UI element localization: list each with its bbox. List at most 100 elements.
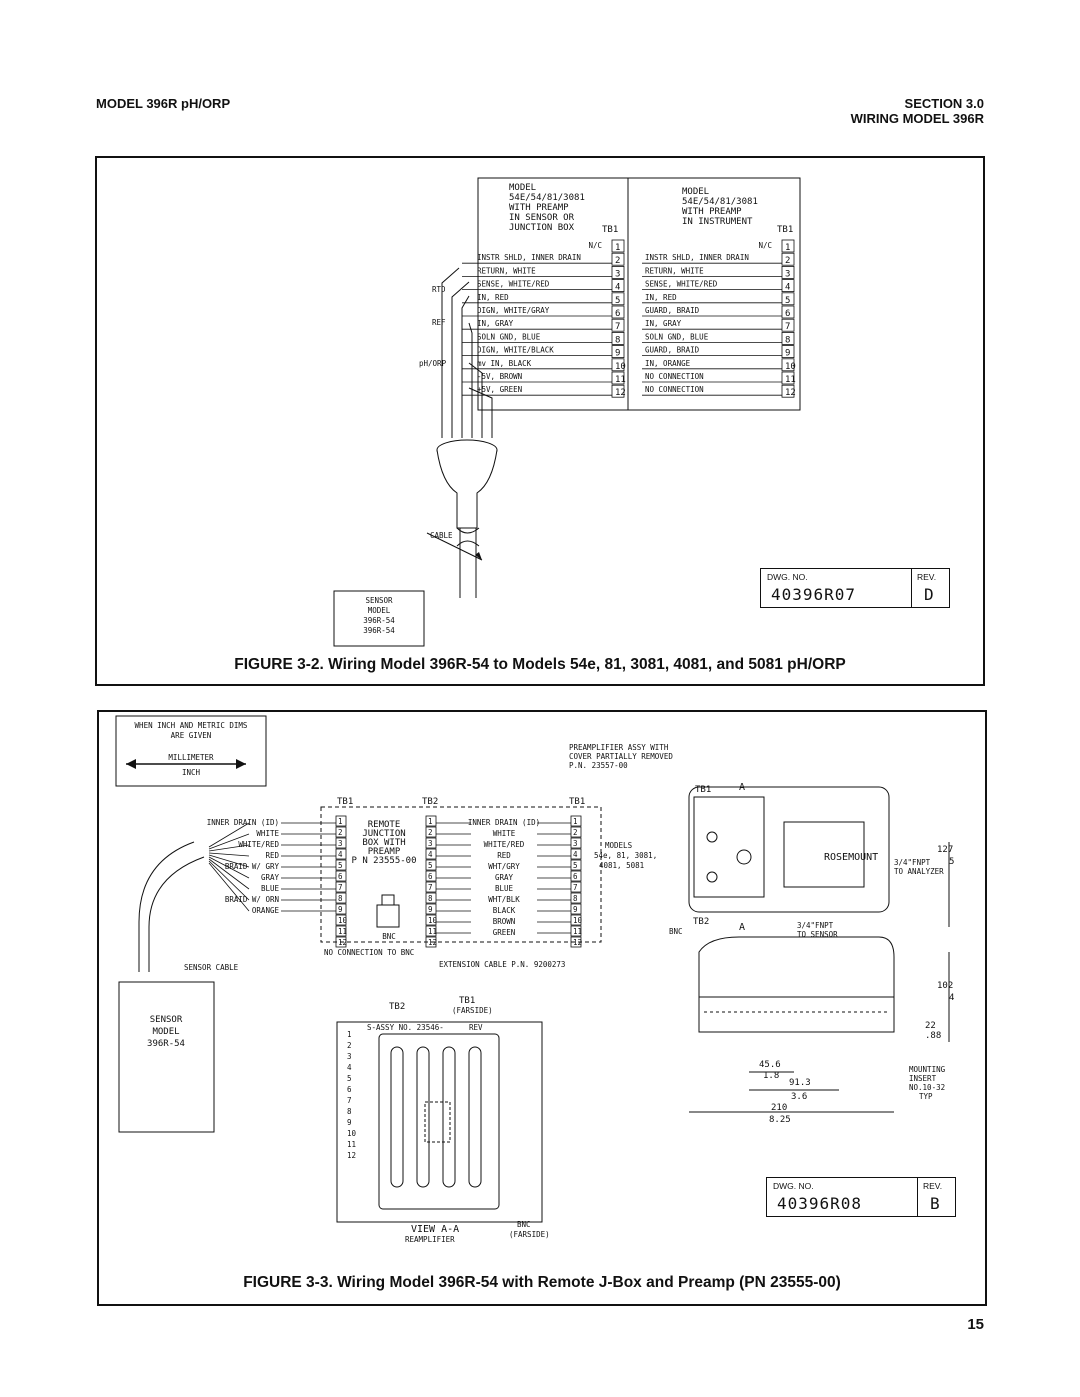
terminal-label: RETURN, WHITE bbox=[477, 266, 536, 275]
ext-wire-label: WHT/GRY bbox=[488, 862, 520, 871]
terminal-number: 5 bbox=[785, 296, 790, 306]
terminal-number: 12 bbox=[615, 388, 626, 398]
terminal-number: 6 bbox=[428, 872, 433, 881]
dim-88: .88 bbox=[925, 1031, 941, 1041]
terminal-number: 2 bbox=[428, 828, 433, 837]
dwg-block-40396R07: DWG. NO. REV. 40396R07 D bbox=[760, 568, 950, 608]
tb1-terminal bbox=[335, 826, 347, 838]
terminal-number: 8 bbox=[615, 335, 620, 345]
box-title-line: MODEL bbox=[509, 183, 536, 193]
terminal-number: 12 bbox=[338, 938, 347, 947]
sensor-wire-fan bbox=[208, 844, 250, 852]
tb1-terminal bbox=[335, 837, 347, 849]
terminal-number: 6 bbox=[338, 872, 343, 881]
view-terminal-number: 9 bbox=[347, 1118, 352, 1127]
terminal-right bbox=[781, 239, 795, 253]
section-title: WIRING MODEL 396R bbox=[850, 111, 984, 126]
sensor-box-line: 396R-54 bbox=[147, 1039, 185, 1049]
view-a-a-label: VIEW A-A bbox=[411, 1224, 459, 1235]
box-title-line: JUNCTION BOX bbox=[509, 223, 575, 233]
terminal-label: IN, GRAY bbox=[477, 319, 514, 328]
tb-label: TB2 bbox=[422, 797, 438, 807]
box-title-line: 54E/54/81/3081 bbox=[682, 197, 758, 207]
tb1-terminal bbox=[570, 936, 582, 948]
terminal-number: 2 bbox=[338, 828, 343, 837]
view-farside-label: (FARSIDE) bbox=[452, 1006, 493, 1015]
dwg-rev: B bbox=[930, 1194, 941, 1213]
terminal-right bbox=[781, 266, 795, 279]
terminal-label: INSTR SHLD, INNER DRAIN bbox=[645, 253, 749, 262]
terminal-right bbox=[781, 331, 795, 345]
running-header-left: MODEL 396R pH/ORP bbox=[96, 96, 231, 111]
terminal-number: 1 bbox=[573, 817, 578, 826]
tb1-terminal bbox=[570, 892, 582, 904]
models-note: 54e, 81, 3081, bbox=[594, 851, 657, 860]
tb1-terminal bbox=[570, 903, 582, 915]
sensor-wire-label: BLUE bbox=[261, 884, 280, 893]
terminal-number: 11 bbox=[615, 375, 626, 385]
terminal-label: DIGN, WHITE/BLACK bbox=[477, 346, 554, 355]
section-label: SECTION 3.0 bbox=[904, 96, 984, 111]
tb1-terminal bbox=[570, 826, 582, 838]
terminal-number: 9 bbox=[615, 349, 620, 359]
dim-127: 127 bbox=[937, 845, 953, 855]
terminal-number: 6 bbox=[573, 872, 578, 881]
ext-wire-label: INNER DRAIN (ID) bbox=[468, 818, 540, 827]
view-terminal-number: 6 bbox=[347, 1085, 352, 1094]
preamplifier-label: REAMPLIFIER bbox=[405, 1235, 455, 1244]
encl-tb2-label: TB2 bbox=[693, 917, 709, 927]
terminal-number: 5 bbox=[428, 861, 433, 870]
terminal-label: INSTR SHLD, INNER DRAIN bbox=[477, 253, 581, 262]
tb2-terminal bbox=[425, 837, 437, 849]
terminal-right bbox=[781, 371, 795, 385]
terminal-number: 4 bbox=[615, 283, 620, 293]
terminal-left bbox=[611, 252, 625, 266]
view-terminal-number: 7 bbox=[347, 1096, 352, 1105]
bnc-label: BNC bbox=[517, 1220, 531, 1229]
box-title-line: MODEL bbox=[682, 187, 709, 197]
terminal-right bbox=[781, 384, 795, 398]
terminal-number: 3 bbox=[338, 839, 343, 848]
tb2-terminal bbox=[425, 859, 437, 871]
mounting-insert-label: MOUNTING bbox=[909, 1065, 946, 1074]
terminal-right bbox=[781, 358, 795, 372]
dwg-divider bbox=[917, 1178, 918, 1216]
figure-3-3-caption: FIGURE 3-3. Wiring Model 396R-54 with Re… bbox=[243, 1274, 841, 1291]
terminal-label: SENSE, WHITE/RED bbox=[477, 280, 550, 289]
sensor-wire-fan bbox=[208, 860, 250, 901]
dim-22: 22 bbox=[925, 1021, 936, 1031]
ext-wire-label: WHT/BLK bbox=[488, 895, 520, 904]
to-analyzer-label: TO ANALYZER bbox=[894, 867, 944, 876]
tb1-terminal bbox=[335, 892, 347, 904]
terminal-number: 4 bbox=[785, 283, 790, 293]
box-title-line: WITH PREAMP bbox=[682, 207, 742, 217]
sensor-wire-fan bbox=[208, 833, 250, 850]
preamp-note: P.N. 23557-00 bbox=[569, 761, 628, 770]
to-sensor-label: TO SENSOR bbox=[797, 930, 838, 939]
fnpt-sensor-label: 3/4"FNPT bbox=[797, 921, 834, 930]
preamp-note: COVER PARTIALLY REMOVED bbox=[569, 752, 673, 761]
terminal-number: 2 bbox=[573, 828, 578, 837]
ext-wire-label: WHITE/RED bbox=[484, 840, 525, 849]
terminal-number: 11 bbox=[428, 927, 437, 936]
sensor-wire-label: BRAID W/ GRY bbox=[225, 862, 280, 871]
terminal-number: 3 bbox=[428, 839, 433, 848]
terminal-left bbox=[611, 371, 625, 385]
terminal-left bbox=[611, 292, 625, 306]
terminal-number: 3 bbox=[615, 269, 620, 279]
rosemount-logo: ROSEMOUNT bbox=[824, 852, 878, 863]
terminal-number: 2 bbox=[615, 256, 620, 266]
page-number: 15 bbox=[967, 1316, 984, 1333]
terminal-label: GUARD, BRAID bbox=[645, 306, 700, 315]
view-terminal-number: 5 bbox=[347, 1074, 352, 1083]
terminal-right bbox=[781, 292, 795, 306]
terminal-label: SENSE, WHITE/RED bbox=[645, 280, 718, 289]
terminal-number: 8 bbox=[785, 335, 790, 345]
terminal-number: 8 bbox=[573, 894, 578, 903]
tb1-terminal bbox=[335, 914, 347, 926]
tb2-terminal bbox=[425, 925, 437, 937]
terminal-number: 1 bbox=[338, 817, 343, 826]
models-note: 4081, 5081 bbox=[599, 861, 644, 870]
